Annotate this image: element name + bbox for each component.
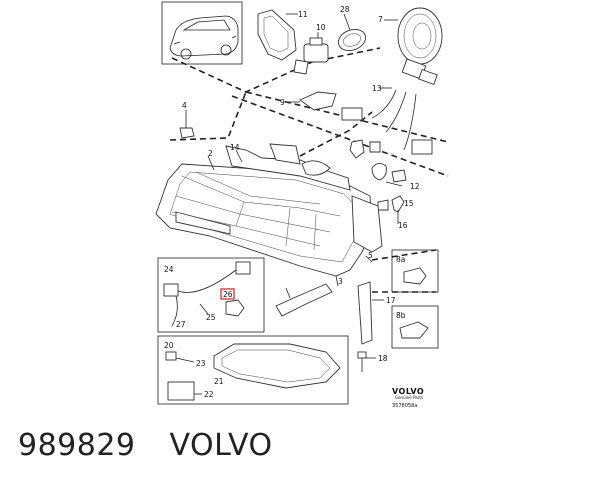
callout-4: 4 (182, 101, 187, 110)
callout-8a: 8a (396, 255, 405, 264)
part-wiring-13 (341, 58, 438, 155)
product-caption: 989829 VOLVO (18, 428, 273, 463)
callout-21: 21 (214, 377, 224, 386)
part-level-motor-10 (293, 32, 329, 75)
callout-27: 27 (176, 320, 186, 329)
part-ring-28 (337, 13, 367, 51)
callout-18: 18 (378, 354, 388, 363)
callout-labels: 11 10 28 7 9 13 4 2 14 12 15 16 5 3 24 2… (164, 5, 420, 399)
callout-20: 20 (164, 341, 174, 350)
bulb-26-highlight (220, 288, 235, 300)
brand-name: VOLVO (169, 428, 273, 463)
callout-23: 23 (196, 359, 206, 368)
inset-8a (391, 249, 439, 293)
part-lower-bracket (275, 283, 333, 317)
callout-3: 3 (338, 277, 343, 286)
inset-8b (391, 305, 439, 349)
callout-11: 11 (298, 10, 308, 19)
brand-mark: VOLVO (392, 387, 424, 396)
inset-bulb-cable-kit (157, 257, 265, 333)
callout-10: 10 (316, 23, 326, 32)
callout-8b: 8b (396, 311, 406, 320)
callout-26: 26 (223, 290, 233, 299)
brand-subtitle: Genuine Parts (395, 395, 423, 400)
callout-14: 14 (230, 143, 240, 152)
inset-lens-kit (157, 335, 349, 405)
brand-block: VOLVO Genuine Parts 3578058a (392, 387, 424, 409)
callout-22: 22 (204, 390, 214, 399)
headlamp-housing (155, 143, 383, 277)
callout-13: 13 (372, 84, 382, 93)
part-small-clips (179, 110, 381, 159)
callout-12: 12 (410, 182, 420, 191)
drawing-id: 3578058a (392, 403, 417, 409)
headlamp-exploded-diagram: 11 10 28 7 9 13 4 2 14 12 15 16 5 3 24 2… (155, 1, 449, 409)
car-thumbnail (161, 1, 243, 65)
part-bulbs-15-12-16 (371, 163, 407, 224)
part-number: 989829 (18, 428, 136, 463)
callout-9: 9 (280, 98, 285, 107)
part-bracket-17 (357, 281, 384, 345)
callout-28: 28 (340, 5, 350, 14)
part-adjusters-5-3 (335, 255, 373, 287)
callout-7: 7 (378, 15, 383, 24)
part-seal-11 (257, 9, 298, 61)
callout-2: 2 (208, 149, 213, 158)
callout-25: 25 (206, 313, 216, 322)
callout-15: 15 (404, 199, 414, 208)
callout-5: 5 (368, 251, 373, 260)
part-screw-18 (357, 351, 376, 372)
callout-24: 24 (164, 265, 174, 274)
callout-16: 16 (398, 221, 408, 230)
callout-17: 17 (386, 296, 396, 305)
part-bulb-holder-9 (288, 91, 337, 111)
